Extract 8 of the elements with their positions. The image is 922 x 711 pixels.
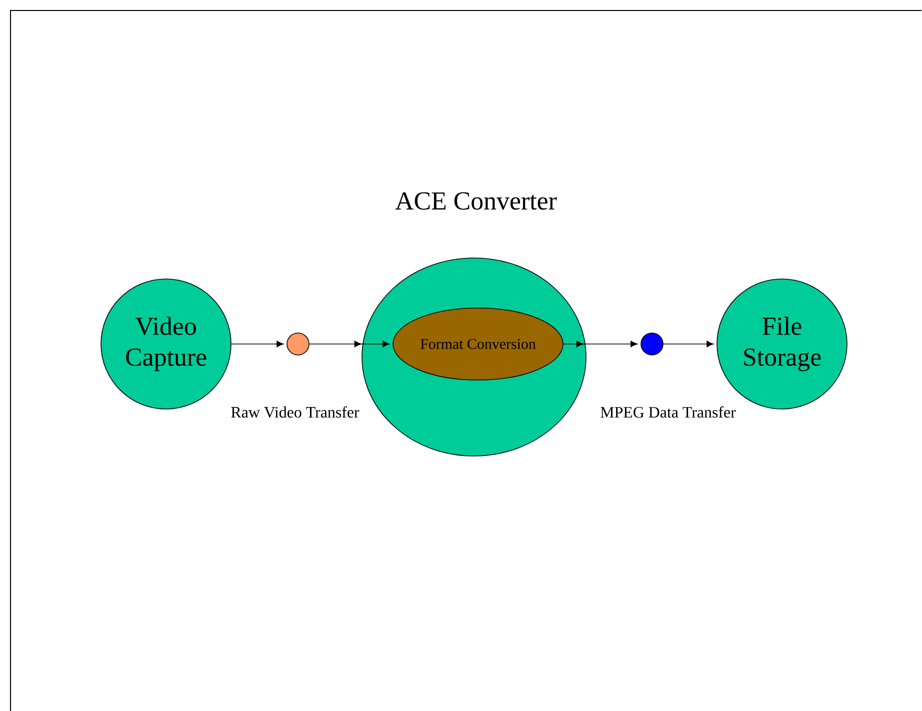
arrow (563, 340, 638, 348)
arrow (309, 340, 390, 348)
transfer-label: Raw Video Transfer (231, 406, 360, 418)
arrow (231, 340, 284, 348)
node-heading: ACE Converter (395, 192, 557, 210)
data-dot (640, 332, 664, 356)
data-dot (286, 332, 310, 356)
arrow (663, 340, 714, 348)
